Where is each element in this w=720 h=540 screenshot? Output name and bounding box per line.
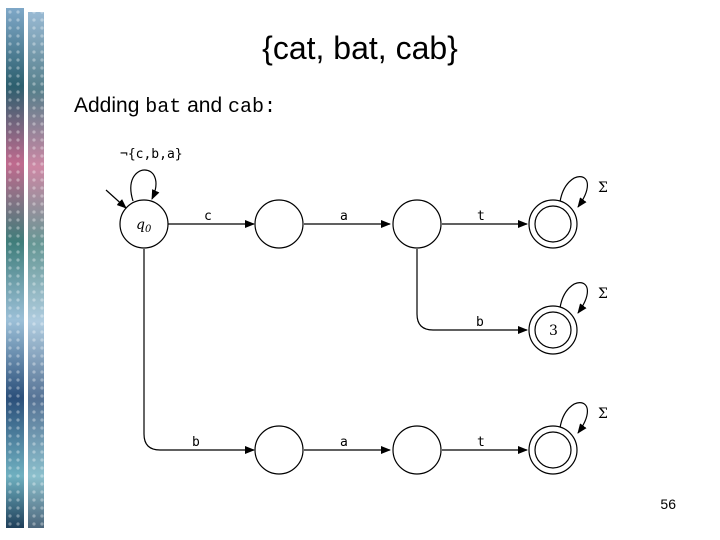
label-a-top: a (340, 209, 348, 224)
page-number: 56 (660, 496, 676, 512)
start-loop-label: ¬{c,b,a} (120, 147, 183, 162)
label-a-bottom: a (340, 435, 348, 450)
sigma-mid: Σ (598, 286, 608, 302)
label-t-top: t (477, 209, 485, 224)
state-q0 (119, 199, 169, 249)
state-accept-mid-inner (534, 311, 572, 349)
start-self-loop (130, 169, 160, 202)
state-bottom-1 (254, 425, 304, 475)
state-top-1 (254, 199, 304, 249)
edge-b-bottom (143, 249, 255, 454)
state-accept-bottom-inner (534, 431, 572, 469)
state-accept-top-inner (534, 205, 572, 243)
accept-top-self-loop (559, 176, 589, 208)
decorative-mosaic-strip (6, 8, 44, 528)
label-b-mid: b (476, 315, 484, 330)
state-top-2 (392, 199, 442, 249)
edge-b-mid (416, 249, 528, 334)
slide-subtitle: Adding bat and cab: (74, 94, 276, 119)
subtitle-suffix: : (263, 96, 276, 119)
label-b-bottom: b (192, 435, 200, 450)
sigma-bottom: Σ (598, 406, 608, 422)
sigma-top: Σ (598, 180, 608, 196)
slide-title: {cat, bat, cab} (262, 30, 458, 66)
subtitle-middle: and (181, 94, 228, 117)
label-c: c (204, 209, 212, 224)
accept-mid-self-loop (559, 282, 589, 314)
accept-bottom-self-loop (559, 402, 589, 434)
state-accept-mid-label: 3 (549, 323, 558, 339)
label-t-bottom: t (477, 435, 485, 450)
subtitle-prefix: Adding (74, 94, 146, 117)
word-cab: cab (227, 96, 264, 119)
word-bat: bat (145, 96, 182, 119)
state-bottom-2 (392, 425, 442, 475)
q0-subscript: 0 (145, 224, 152, 235)
initial-arrow (105, 189, 127, 209)
